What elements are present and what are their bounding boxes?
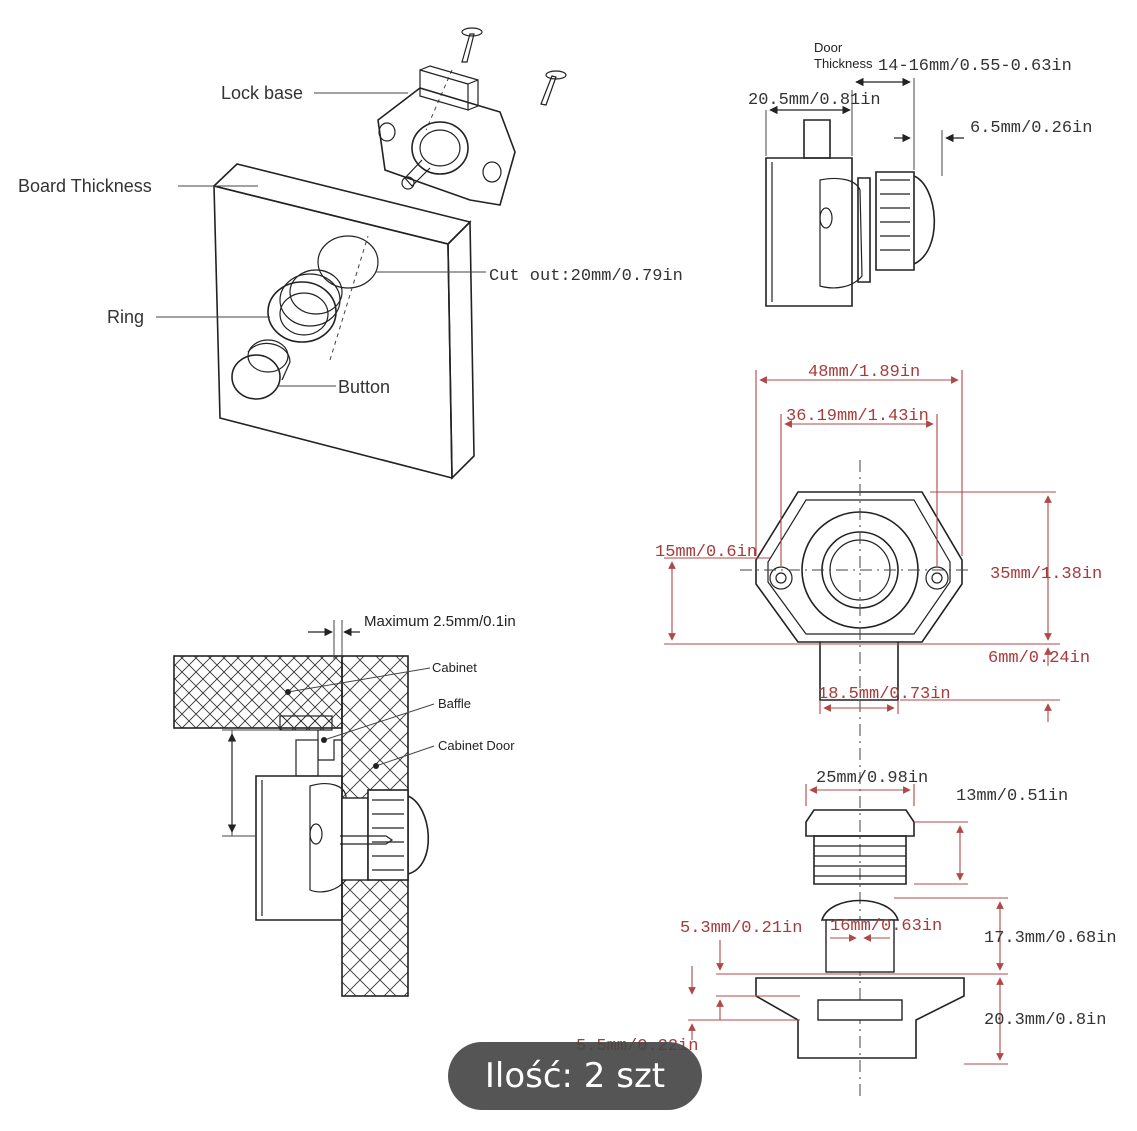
label-cutout: Cut out:20mm/0.79in: [489, 267, 683, 286]
label-hole-spacing: 36.19mm/1.43in: [786, 407, 929, 426]
label-button-height: 17.3mm/0.68in: [984, 929, 1117, 948]
label-door-line2: Thickness: [814, 56, 873, 71]
label-cabinet-door: Cabinet Door: [438, 738, 515, 753]
label-baffle: Baffle: [438, 696, 471, 711]
label-maximum-gap: Maximum 2.5mm/0.1in: [364, 613, 516, 630]
cabinet-section: Maximum 2.5mm/0.1in Cabinet Baffle Cabin…: [173, 613, 516, 997]
label-ring: Ring: [107, 307, 144, 327]
label-door-thickness-value: 14-16mm/0.55-0.63in: [878, 57, 1072, 76]
exploded-view: Lock base Board Thickness Ring Button Cu…: [18, 27, 683, 480]
label-hole-offset: 15mm/0.6in: [655, 543, 757, 562]
label-base-height: 20.3mm/0.8in: [984, 1011, 1106, 1030]
ring-part: [267, 269, 343, 343]
label-height-total: 35mm/1.38in: [990, 565, 1102, 584]
label-depth: 20.5mm/0.81in: [748, 91, 881, 110]
side-view: Door Thickness 14-16mm/0.55-0.63in 20.5m…: [748, 40, 1092, 307]
screw-right: [540, 70, 567, 106]
label-button: Button: [338, 377, 390, 397]
label-width-total: 48mm/1.89in: [808, 363, 920, 382]
board: [212, 163, 475, 480]
label-lock-base: Lock base: [221, 83, 303, 103]
button-part: [231, 339, 291, 400]
label-ring-diameter: 25mm/0.98in: [816, 769, 928, 788]
label-base-top-offset: 5.3mm/0.21in: [680, 919, 802, 938]
parts-view: 25mm/0.98in 13mm/0.51in 16mm/0.63in 17.3…: [576, 769, 1117, 1065]
label-tongue-height: 6mm/0.24in: [988, 649, 1090, 668]
label-tongue-width: 18.5mm/0.73in: [818, 685, 951, 704]
label-board-thickness: Board Thickness: [18, 176, 152, 196]
label-button-diameter: 16mm/0.63in: [830, 917, 942, 936]
front-view: 48mm/1.89in 36.19mm/1.43in 15mm/0.6in 35…: [655, 363, 1102, 1100]
label-door-line1: Door: [814, 40, 843, 55]
label-ring-height: 13mm/0.51in: [956, 787, 1068, 806]
quantity-badge: Ilość: 2 szt: [448, 1042, 702, 1110]
label-cabinet: Cabinet: [432, 660, 477, 675]
screw-left: [461, 27, 483, 63]
lock-base: [377, 65, 516, 206]
label-button-height: 6.5mm/0.26in: [970, 119, 1092, 138]
